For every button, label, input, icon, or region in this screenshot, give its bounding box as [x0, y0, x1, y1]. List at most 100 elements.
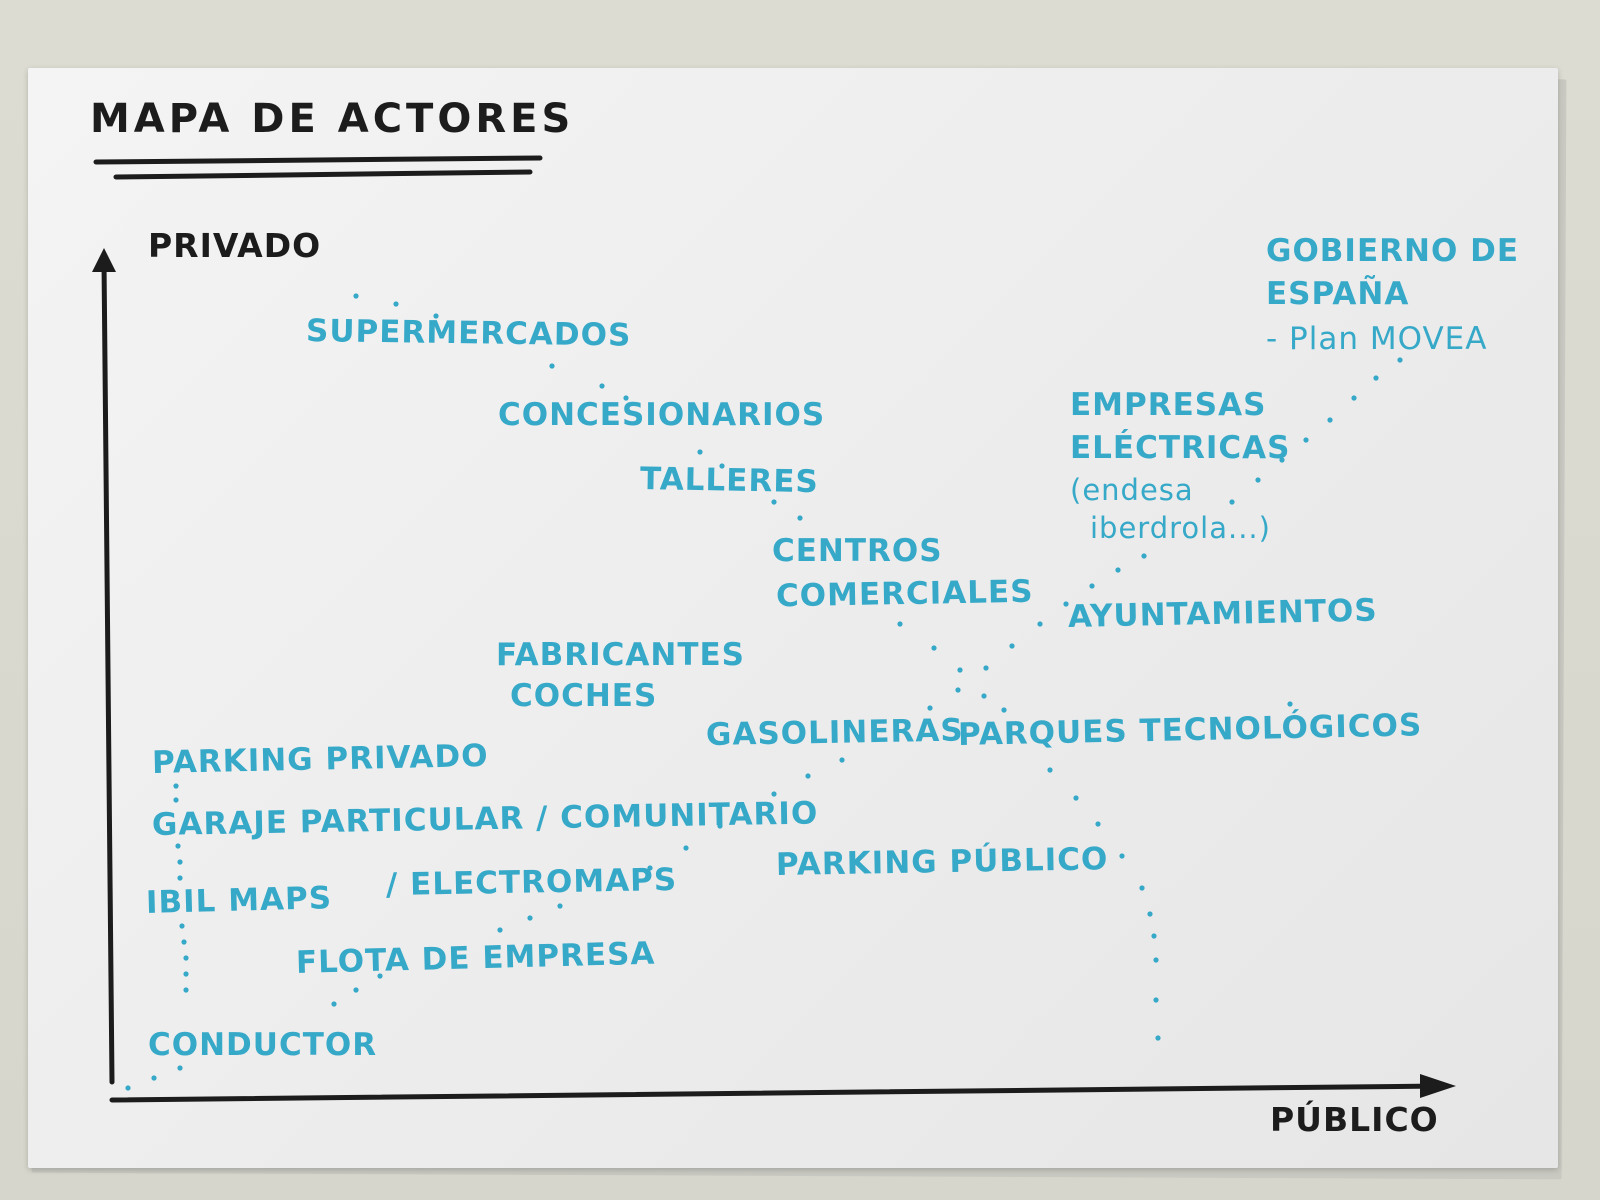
- connector-dot: [805, 773, 811, 779]
- connector-dot: [697, 449, 703, 455]
- connector-dot: [893, 727, 899, 733]
- connector-dot: [719, 463, 725, 469]
- connector-dot: [183, 987, 189, 993]
- connector-dot: [1063, 601, 1069, 607]
- x-axis-arrowhead: [1420, 1074, 1456, 1098]
- connector-dot: [1089, 583, 1095, 589]
- connector-dot: [981, 693, 987, 699]
- actor-empresas-electricas: EMPRESAS ELÉCTRICAS (endesa iberdrola...…: [1070, 386, 1290, 546]
- connector-dot: [527, 915, 533, 921]
- connector-dot: [1151, 933, 1157, 939]
- actor-gobierno-line-1: GOBIERNO DE: [1266, 233, 1520, 269]
- connector-dot: [1037, 621, 1043, 627]
- connector-dot: [497, 927, 503, 933]
- connector-dot: [1153, 997, 1159, 1003]
- actor-centros-line-2: COMERCIALES: [775, 573, 1034, 614]
- connector-dot: [173, 797, 179, 803]
- y-axis-label: PRIVADO: [148, 226, 322, 265]
- connector-dot: [183, 971, 189, 977]
- connector-dot: [1287, 701, 1293, 707]
- connector-dot: [173, 783, 179, 789]
- connector-dot: [331, 1001, 337, 1007]
- connector-dot: [1073, 795, 1079, 801]
- actor-gobierno-line-2: ESPAÑA: [1266, 275, 1410, 312]
- actor-gobierno-espana: GOBIERNO DE ESPAÑA - Plan MOVEA: [1266, 232, 1519, 358]
- connector-dot: [623, 395, 629, 401]
- connector-dot: [771, 499, 777, 505]
- connector-dot: [1095, 821, 1101, 827]
- actor-centros-line-1: CENTROS: [772, 533, 943, 569]
- diagram-title: MAPA DE ACTORES: [90, 96, 575, 142]
- connector-dot: [179, 923, 185, 929]
- dotted-connectors: [125, 293, 1403, 1091]
- y-axis-line: [101, 259, 115, 1085]
- x-axis-label: PÚBLICO: [1270, 1100, 1439, 1139]
- connector-dot: [1115, 567, 1121, 573]
- connector-dot: [839, 757, 845, 763]
- actor-electricas-line-4: iberdrola...): [1090, 510, 1271, 545]
- connector-dot: [125, 1085, 131, 1091]
- connector-dot: [1327, 417, 1333, 423]
- actor-fabricantes-coches: FABRICANTES COCHES: [496, 636, 745, 716]
- connector-dot: [181, 939, 187, 945]
- connector-dot: [1141, 553, 1147, 559]
- connector-dot: [177, 859, 183, 865]
- connector-dot: [353, 987, 359, 993]
- connector-dot: [771, 791, 777, 797]
- title-underline-1: [93, 155, 543, 165]
- connector-dot: [1119, 853, 1125, 859]
- connector-dot: [1155, 1035, 1161, 1041]
- actor-electricas-line-2: ELÉCTRICAS: [1070, 429, 1291, 466]
- connector-dot: [177, 875, 183, 881]
- connector-dot: [1351, 395, 1357, 401]
- connector-dot: [1153, 957, 1159, 963]
- connector-dot: [151, 1075, 157, 1081]
- actor-electricas-line-3: (endesa: [1070, 472, 1194, 507]
- connector-dot: [1229, 499, 1235, 505]
- actor-fabricantes-line-1: FABRICANTES: [496, 637, 745, 673]
- connector-dot: [955, 687, 961, 693]
- actor-talleres: TALLERES: [639, 461, 820, 501]
- connector-dot: [1147, 911, 1153, 917]
- actor-electricas-line-1: EMPRESAS: [1070, 387, 1267, 423]
- connector-dot: [557, 903, 563, 909]
- title-underline-2: [113, 169, 533, 180]
- actor-centros-comerciales: CENTROS COMERCIALES: [772, 532, 1034, 614]
- connector-dot: [1303, 437, 1309, 443]
- actor-parking-privado: PARKING PRIVADO: [151, 737, 489, 781]
- actor-parking-publico: PARKING PÚBLICO: [775, 841, 1109, 883]
- connector-dot: [1001, 707, 1007, 713]
- connector-dot: [377, 973, 383, 979]
- actor-gasolineras: GASOLINERAS: [705, 712, 964, 753]
- connector-dot: [957, 667, 963, 673]
- connector-dot: [647, 865, 653, 871]
- actor-gobierno-line-3: - Plan MOVEA: [1266, 320, 1488, 357]
- connector-dot: [1009, 643, 1015, 649]
- connector-dot: [1397, 357, 1403, 363]
- connector-dot: [797, 515, 803, 521]
- connector-dot: [983, 665, 989, 671]
- connector-dot: [717, 823, 723, 829]
- connector-dot: [1047, 767, 1053, 773]
- connector-dot: [897, 621, 903, 627]
- connector-dot: [177, 1065, 183, 1071]
- connector-dot: [1373, 375, 1379, 381]
- connector-dot: [1279, 457, 1285, 463]
- actor-ibil-maps: IBIL MAPS: [145, 880, 333, 921]
- actor-fabricantes-line-2: COCHES: [510, 677, 658, 714]
- actor-concesionarios: CONCESIONARIOS: [498, 397, 826, 433]
- connector-dot: [393, 301, 399, 307]
- connector-dot: [183, 955, 189, 961]
- connector-dot: [683, 845, 689, 851]
- actor-ayuntamientos: AYUNTAMIENTOS: [1067, 592, 1378, 635]
- connector-dot: [927, 705, 933, 711]
- actor-electromaps: / ELECTROMAPS: [385, 861, 678, 903]
- x-axis-line: [109, 1083, 1443, 1103]
- connector-dot: [931, 645, 937, 651]
- connector-dot: [353, 293, 359, 299]
- connector-dot: [1255, 477, 1261, 483]
- connector-dot: [599, 383, 605, 389]
- connector-dot: [549, 363, 555, 369]
